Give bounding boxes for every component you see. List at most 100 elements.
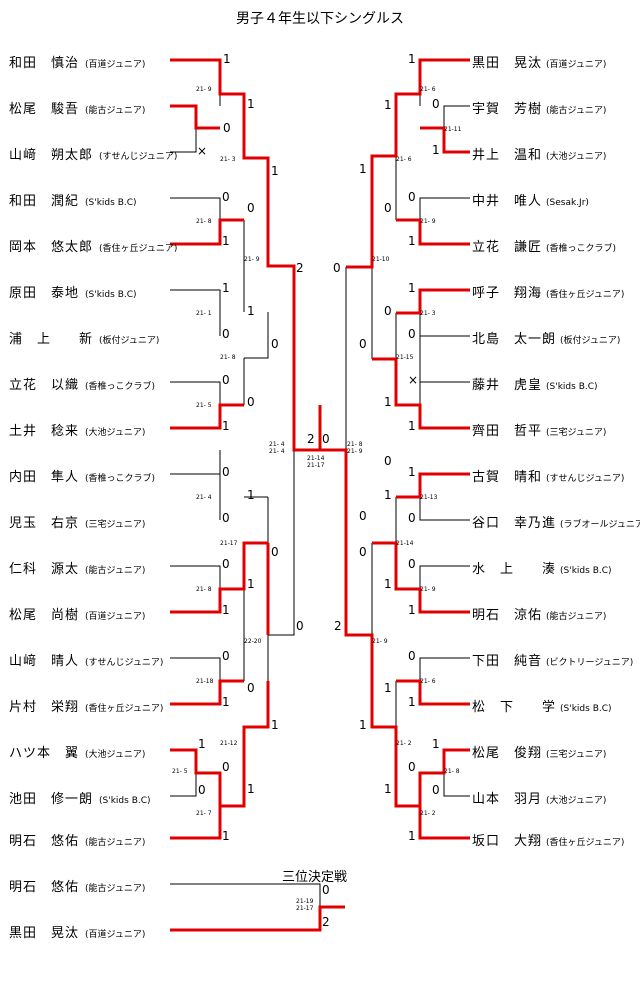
score-label: 21- 8 bbox=[220, 354, 236, 361]
match-mark: 0 bbox=[359, 545, 367, 559]
match-mark: 1 bbox=[222, 695, 230, 709]
match-mark: 0 bbox=[408, 190, 416, 204]
match-mark: 1 bbox=[432, 143, 440, 157]
right-player-7: 北島 太一朗(板付ジュニア) bbox=[472, 332, 621, 347]
match-mark: 1 bbox=[222, 234, 230, 248]
score-label: 21-10 bbox=[372, 256, 390, 263]
left-player-3: 山﨑 朔太郎(すせんじジュニア) bbox=[9, 148, 178, 163]
score-label: 21- 8 bbox=[196, 586, 212, 593]
left-player-11: 児玉 右京(三宅ジュニア) bbox=[9, 516, 146, 531]
right-player-12: 水 上 湊(S'kids B.C) bbox=[472, 562, 612, 577]
left-player-7: 浦 上 新(板付ジュニア) bbox=[9, 332, 160, 347]
score-label: 21- 9 bbox=[244, 256, 260, 263]
match-mark: 1 bbox=[384, 577, 392, 591]
match-mark: 0 bbox=[408, 511, 416, 525]
match-mark: 1 bbox=[384, 782, 392, 796]
right-player-10: 古賀 晴和(すせんじジュニア) bbox=[472, 470, 625, 485]
match-mark: 1 bbox=[384, 681, 392, 695]
third-player-1: 明石 悠佑(能古ジュニア) bbox=[9, 880, 146, 895]
left-player-10: 内田 隼人(香椎っこクラブ) bbox=[9, 470, 156, 485]
right-player-2: 宇賀 芳樹(能古ジュニア) bbox=[472, 102, 607, 117]
score-label: 21- 8 bbox=[444, 768, 460, 775]
score-label: 21- 6 bbox=[420, 86, 436, 93]
match-mark: 0 bbox=[222, 649, 230, 663]
match-mark: 1 bbox=[222, 603, 230, 617]
score-label: 21- 9 bbox=[420, 586, 436, 593]
match-mark: 1 bbox=[359, 162, 367, 176]
score-label: 21-17 bbox=[220, 540, 238, 547]
match-mark: 1 bbox=[408, 281, 416, 295]
score-label: 21-14 bbox=[396, 540, 414, 547]
match-mark: 1 bbox=[408, 234, 416, 248]
match-mark: 0 bbox=[333, 261, 341, 275]
right-player-16: 松尾 俊翔(三宅ジュニア) bbox=[472, 746, 607, 761]
score-label: 21- 3 bbox=[420, 310, 436, 317]
right-player-4: 中井 唯人(Sesak.Jr) bbox=[472, 194, 589, 209]
match-mark: 0 bbox=[222, 465, 230, 479]
right-player-17: 山本 羽月(大池ジュニア) bbox=[472, 792, 607, 807]
match-mark: 0 bbox=[222, 190, 230, 204]
match-mark: 0 bbox=[247, 681, 255, 695]
score-label: 21- 7 bbox=[196, 810, 212, 817]
score-label: 21- 5 bbox=[172, 768, 188, 775]
score-label: 21- 9 bbox=[420, 218, 436, 225]
match-mark: 0 bbox=[384, 201, 392, 215]
match-mark: 1 bbox=[384, 98, 392, 112]
third-place-title: 三位決定戦 bbox=[282, 870, 348, 885]
match-mark: 1 bbox=[271, 718, 279, 732]
match-mark: 1 bbox=[198, 737, 206, 751]
left-player-13: 松尾 尚樹(百道ジュニア) bbox=[9, 608, 146, 623]
score-label: 21-14 21-17 bbox=[307, 455, 325, 469]
match-mark: 0 bbox=[222, 760, 230, 774]
match-mark: 1 bbox=[408, 695, 416, 709]
match-mark: 2 bbox=[307, 432, 315, 446]
match-mark: 0 bbox=[322, 883, 330, 897]
bracket-lines-plain bbox=[170, 60, 470, 907]
right-player-3: 井上 温和(大池ジュニア) bbox=[472, 148, 607, 163]
right-player-8: 藤井 虎皇(S'kids B.C) bbox=[472, 378, 598, 393]
right-player-14: 下田 純音(ビクトリージュニア) bbox=[472, 654, 634, 669]
match-mark: 0 bbox=[198, 783, 206, 797]
match-mark: 1 bbox=[247, 782, 255, 796]
score-label: 21- 5 bbox=[196, 402, 212, 409]
match-mark: 1 bbox=[247, 577, 255, 591]
left-player-16: ハツ本 翼(大池ジュニア) bbox=[9, 746, 146, 761]
score-label: 21-11 bbox=[444, 126, 462, 133]
match-mark: 2 bbox=[322, 915, 330, 929]
bracket-lines-winner bbox=[170, 58, 470, 932]
score-label: 21- 8 bbox=[196, 218, 212, 225]
match-mark: 0 bbox=[384, 304, 392, 318]
score-label: 21- 8 21- 9 bbox=[347, 441, 363, 455]
match-mark: 1 bbox=[432, 737, 440, 751]
match-mark: × bbox=[197, 144, 208, 158]
match-mark: 1 bbox=[408, 52, 416, 66]
left-player-12: 仁科 源太(能古ジュニア) bbox=[9, 562, 146, 577]
match-mark: 0 bbox=[296, 619, 304, 633]
match-mark: 0 bbox=[271, 545, 279, 559]
match-mark: 1 bbox=[223, 52, 231, 66]
match-mark: 1 bbox=[408, 419, 416, 433]
left-player-2: 松尾 駿吾(能古ジュニア) bbox=[9, 102, 146, 117]
match-mark: 1 bbox=[247, 304, 255, 318]
score-label: 21- 2 bbox=[396, 740, 412, 747]
score-label: 21-18 bbox=[196, 678, 214, 685]
right-player-15: 松 下 学(S'kids B.C) bbox=[472, 700, 612, 715]
match-mark: 0 bbox=[359, 337, 367, 351]
left-player-5: 岡本 悠太郎(香住ヶ丘ジュニア) bbox=[9, 240, 178, 255]
match-mark: 0 bbox=[432, 97, 440, 111]
match-mark: 0 bbox=[222, 327, 230, 341]
right-player-18: 坂口 大翔(香住ヶ丘ジュニア) bbox=[472, 834, 625, 849]
third-player-2: 黒田 晃汰(百道ジュニア) bbox=[9, 926, 146, 941]
right-player-13: 明石 涼佑(能古ジュニア) bbox=[472, 608, 607, 623]
match-mark: 1 bbox=[359, 718, 367, 732]
score-label: 21- 3 bbox=[220, 156, 236, 163]
score-label: 21-13 bbox=[420, 494, 438, 501]
match-mark: × bbox=[408, 373, 419, 387]
match-mark: 1 bbox=[247, 97, 255, 111]
match-mark: 0 bbox=[223, 121, 231, 135]
score-label: 22-20 bbox=[244, 638, 262, 645]
score-label: 21- 1 bbox=[196, 310, 212, 317]
left-player-1: 和田 慎治(百道ジュニア) bbox=[9, 56, 146, 71]
